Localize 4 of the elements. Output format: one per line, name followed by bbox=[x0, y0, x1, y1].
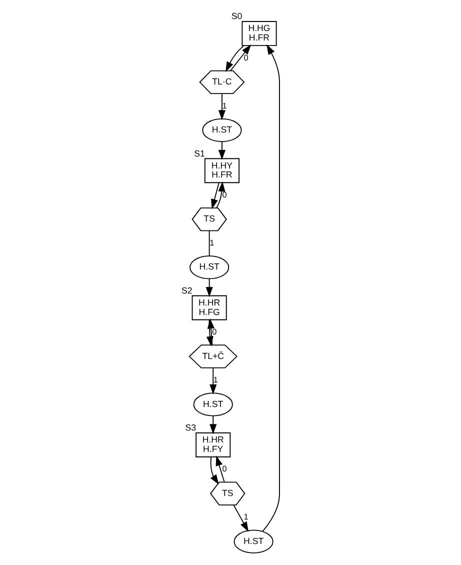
node-label: S1 bbox=[194, 148, 205, 158]
node-label: S3 bbox=[185, 422, 196, 432]
node-label: S2 bbox=[181, 285, 192, 296]
node-label: S0 bbox=[231, 11, 242, 22]
